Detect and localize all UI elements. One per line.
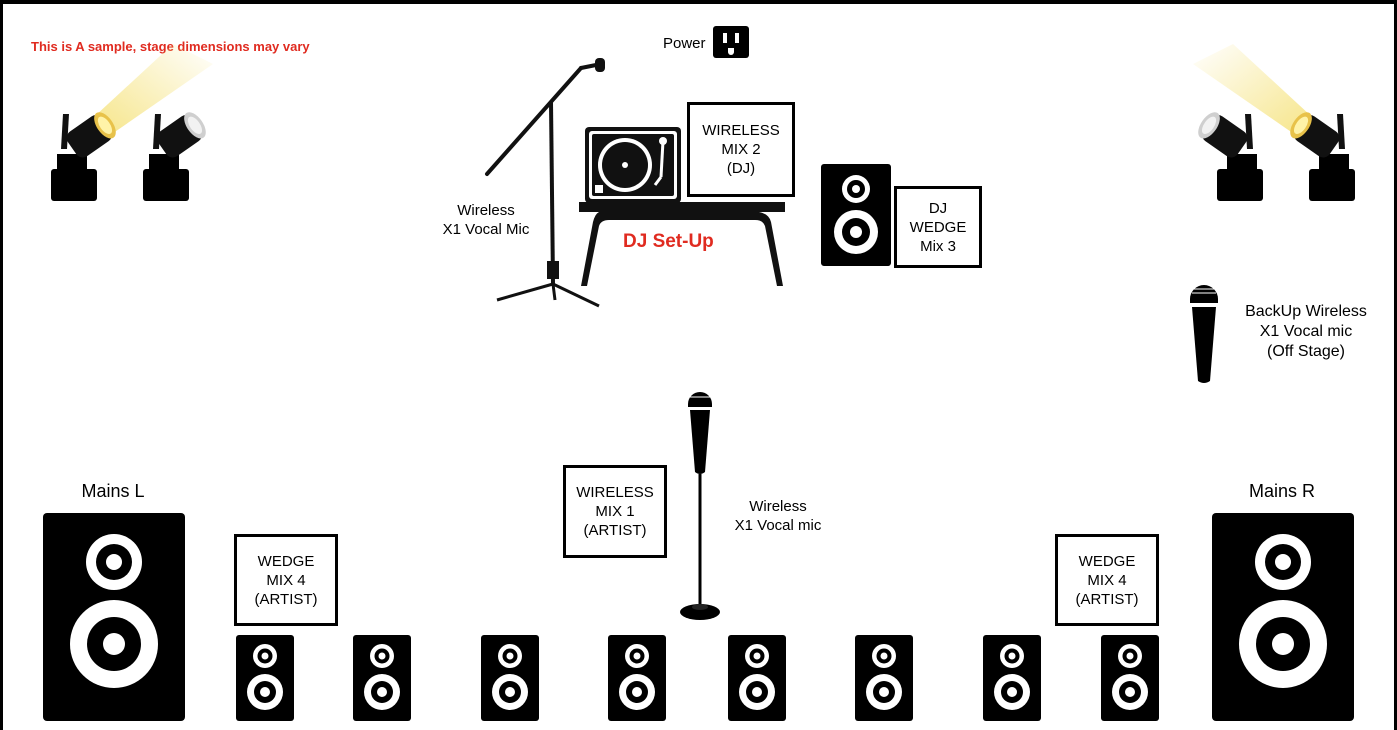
speaker-icon xyxy=(608,635,666,721)
power-label: Power xyxy=(663,35,706,52)
turntable-icon xyxy=(585,127,681,203)
stage-light-icon xyxy=(51,112,116,201)
mains-left-label: Mains L xyxy=(81,481,145,501)
stage-lights-right xyxy=(1193,44,1355,201)
light-beam xyxy=(95,44,213,136)
wedge-right-box: WEDGE MIX 4 (ARTIST) xyxy=(1055,534,1159,626)
backup-mic-label: BackUp Wireless X1 Vocal mic (Off Stage) xyxy=(1245,303,1367,360)
stage-lights-left xyxy=(51,44,213,201)
wedge-left-box: WEDGE MIX 4 (ARTIST) xyxy=(234,534,338,626)
wireless-mix2-box: WIRELESS MIX 2 (DJ) xyxy=(687,102,795,197)
speaker-icon xyxy=(983,635,1041,721)
mains-right-label: Mains R xyxy=(1248,481,1315,501)
handheld-mic-icon xyxy=(688,392,712,474)
center-mic-label: Wireless X1 Vocal mic xyxy=(734,498,822,534)
speaker-icon xyxy=(43,513,185,721)
speaker-icon xyxy=(353,635,411,721)
center-mic-stand-icon xyxy=(680,392,720,620)
dj-mic-label: Wireless X1 Vocal Mic xyxy=(442,202,530,238)
dj-table-icon xyxy=(579,202,785,286)
dj-wedge-box: DJ WEDGE Mix 3 xyxy=(894,186,982,268)
mic-stand-icon xyxy=(485,58,605,308)
light-beam xyxy=(1193,44,1311,136)
speaker-icon xyxy=(481,635,539,721)
speaker-icon xyxy=(1101,635,1159,721)
speaker-icon xyxy=(728,635,786,721)
power-outlet-icon xyxy=(713,26,749,58)
speaker-icon xyxy=(236,635,294,721)
handheld-mic-icon xyxy=(1190,285,1218,383)
speaker-icon xyxy=(855,635,913,721)
wireless-mix1-box: WIRELESS MIX 1 (ARTIST) xyxy=(563,465,667,558)
stage-light-icon xyxy=(1198,112,1263,201)
speaker-icon xyxy=(821,164,891,266)
stage-light-icon xyxy=(143,112,206,201)
speaker-icon xyxy=(1212,513,1354,721)
stage-light-icon xyxy=(1290,112,1355,201)
dj-setup-title: DJ Set-Up xyxy=(623,231,714,252)
